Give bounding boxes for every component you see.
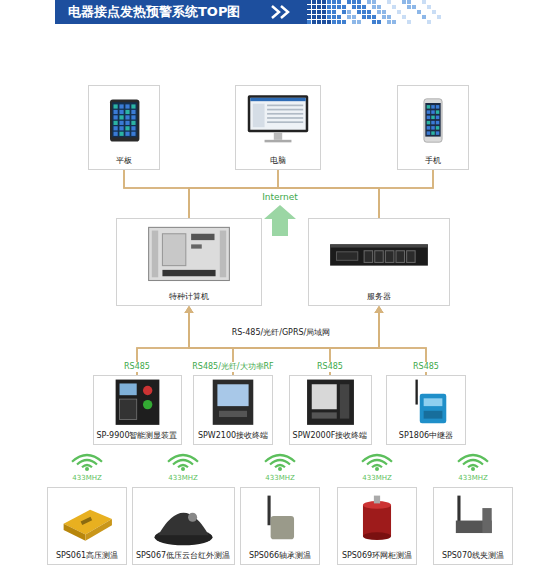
connector-line	[189, 170, 433, 218]
device-label-row: SP-9900智能测显装置	[94, 430, 181, 441]
device-label-row: SPW2100接收终端	[194, 430, 272, 441]
device-illustration	[133, 490, 234, 548]
device-illustration	[194, 378, 272, 428]
device-label-row: SPS066轴承测温	[241, 550, 319, 561]
device-illustration	[89, 88, 159, 153]
bus-connector	[137, 306, 384, 375]
device-label-row: 平板	[89, 155, 159, 166]
device-label: SP-9900智能测显装置	[97, 431, 178, 440]
device-label-row: SPS069环网柜测温	[338, 550, 416, 561]
device-label-row: 手机	[398, 155, 468, 166]
link-label: 433MHZ	[166, 474, 199, 482]
link-label: 433MHZ	[360, 474, 393, 482]
device-box: 特种计算机	[116, 218, 262, 306]
device-label: SP1806中继器	[399, 431, 453, 440]
device-illustration	[398, 88, 468, 153]
device-label: SPS069环网柜测温	[342, 551, 412, 560]
device-label: SPS061高压测温	[56, 551, 118, 560]
device-box: SPS066轴承测温	[240, 487, 320, 565]
device-label-row: SPW2000F接收终端	[290, 430, 371, 441]
device-label-row: SPS070线夹测温	[434, 550, 512, 561]
device-box: 电脑	[235, 85, 321, 170]
arrow-head	[185, 306, 194, 313]
device-illustration	[309, 221, 449, 289]
bus-connector	[185, 306, 427, 375]
device-label: SPW2000F接收终端	[293, 431, 368, 440]
device-box: SP1806中继器	[386, 375, 466, 445]
bus-connector	[185, 306, 331, 375]
device-label-row: SPS061高压测温	[48, 550, 126, 561]
device-box: SPS070线夹测温	[433, 487, 513, 565]
title-band	[55, 0, 307, 24]
arrow-head	[375, 306, 384, 313]
bus-connector	[189, 170, 433, 218]
link-label: RS485	[122, 362, 152, 372]
connector-line	[189, 313, 330, 375]
device-illustration	[434, 490, 512, 548]
device-illustration	[48, 490, 126, 548]
connector-line	[137, 313, 379, 375]
link-label: RS485	[315, 362, 345, 372]
device-label-row: 服务器	[309, 291, 449, 302]
pixel-pattern	[307, 0, 441, 24]
link-label: 433MHZ	[263, 474, 296, 482]
link-label: RS485	[411, 362, 441, 372]
connector-line	[124, 170, 379, 218]
device-box: 服务器	[308, 218, 450, 306]
device-label: SPS066轴承测温	[249, 551, 311, 560]
device-label: 手机	[425, 156, 441, 165]
device-box: SPW2000F接收终端	[289, 375, 372, 445]
device-box: SPS061高压测温	[47, 487, 127, 565]
arrow-head	[185, 306, 194, 313]
device-box: SP-9900智能测显装置	[93, 375, 182, 445]
device-label-row: 特种计算机	[117, 291, 261, 302]
device-label: 电脑	[270, 156, 286, 165]
link-label: RS-485/光纤/GPRS/局域网	[230, 328, 333, 338]
device-illustration	[387, 378, 465, 428]
device-label: 服务器	[367, 292, 391, 301]
link-label: Internet	[260, 192, 300, 203]
device-illustration	[236, 88, 320, 153]
title-text: 电器接点发热预警系统TOP图	[68, 0, 240, 24]
device-label: SPS067低压云台红外测温	[136, 551, 230, 560]
device-box: 平板	[88, 85, 160, 170]
link-label: RS485/光纤/大功率RF	[190, 362, 275, 372]
bus-connector	[379, 170, 433, 218]
device-label: SPW2100接收终端	[198, 431, 268, 440]
arrow-head	[185, 306, 194, 313]
connector-line	[124, 170, 189, 218]
device-label: 特种计算机	[169, 292, 209, 301]
device-box: SPW2100接收终端	[193, 375, 273, 445]
device-illustration	[241, 490, 319, 548]
chevron	[272, 6, 279, 18]
link-label: 433MHZ	[456, 474, 489, 482]
device-box: SPS069环网柜测温	[337, 487, 417, 565]
device-label-row: 电脑	[236, 155, 320, 166]
device-label-row: SP1806中继器	[387, 430, 465, 441]
device-label: 平板	[116, 156, 132, 165]
device-label-row: SPS067低压云台红外测温	[133, 550, 234, 561]
bus-connector	[124, 170, 379, 218]
bus-connector	[124, 170, 189, 218]
device-box: 手机	[397, 85, 469, 170]
connector-line	[189, 313, 426, 375]
arrow-head	[375, 306, 384, 313]
link-label: 433MHZ	[70, 474, 103, 482]
connector-line	[379, 170, 433, 218]
arrow-head	[185, 306, 194, 313]
wifi-icons	[72, 455, 488, 471]
device-illustration	[338, 490, 416, 548]
device-illustration	[290, 378, 371, 428]
device-illustration	[117, 221, 261, 289]
chevron	[281, 6, 288, 18]
device-illustration	[94, 378, 181, 428]
arrow-head	[375, 306, 384, 313]
device-box: SPS067低压云台红外测温	[132, 487, 235, 565]
device-label: SPS070线夹测温	[442, 551, 504, 560]
arrow-head	[375, 306, 384, 313]
internet-arrow	[264, 205, 296, 236]
